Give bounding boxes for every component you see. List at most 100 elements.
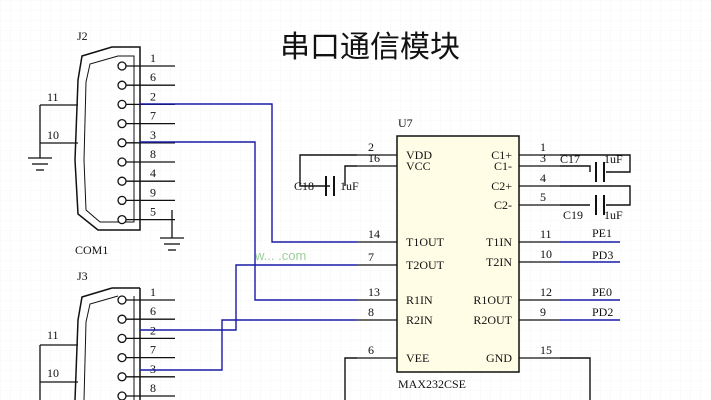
j2-ref: J2 [77, 29, 88, 43]
pin-number: 5 [150, 205, 156, 219]
chip-u7-body [396, 135, 520, 373]
connector-pin: 9 [117, 185, 175, 206]
pin-label: T1OUT [406, 235, 445, 249]
pin-label: T2IN [486, 255, 512, 269]
diagram-title: 串口通信模块 [280, 30, 460, 65]
c18-ref: C18 [294, 179, 314, 193]
pin-label: VCC [406, 159, 431, 173]
c19-value: 1uF [604, 208, 623, 222]
pin-number: 3 [150, 362, 156, 376]
j3-shell [39, 344, 78, 400]
j2-shell-pin-11: 11 [47, 90, 59, 104]
pin-number: 3 [150, 128, 156, 142]
chip-pin: 5C2- [494, 190, 560, 212]
pin-label: C2+ [491, 179, 512, 193]
capacitor-c17 [595, 162, 605, 182]
j3-shell-pin-11: 11 [47, 328, 59, 342]
pin-label: R2OUT [473, 313, 512, 327]
pin-number: 12 [540, 285, 552, 299]
black-wires [299, 154, 631, 400]
pin-number: 1 [150, 285, 156, 299]
connector-pin: 7 [117, 109, 175, 129]
pin-number: 6 [150, 70, 156, 84]
connector-pin: 6 [117, 304, 175, 324]
pin-number: 5 [540, 190, 546, 204]
pin-number: 15 [540, 343, 552, 357]
chip-pin: 3C1- [494, 151, 560, 173]
c17-value: 1uF [604, 152, 623, 166]
connector-pin: 1 [117, 51, 175, 71]
pin-label: GND [486, 351, 512, 365]
pin-label: R2IN [406, 313, 433, 327]
pin-label: R1OUT [473, 293, 512, 307]
connector-pin: 5 [117, 205, 175, 225]
pin-number: 4 [150, 166, 156, 180]
j2-shell-pin-10: 10 [47, 128, 59, 142]
pin-label: R1IN [406, 293, 433, 307]
pin-number: 10 [540, 247, 552, 261]
pin-label: T1IN [486, 235, 512, 249]
connector-pin: 1 [117, 285, 175, 305]
net-label-pd2: PD2 [592, 305, 613, 319]
connector-pin: 4 [117, 166, 175, 186]
pin-number: 13 [368, 285, 380, 299]
net-label-pe0: PE0 [592, 285, 612, 299]
chip-pin: 1C1+ [491, 140, 560, 162]
capacitor-c19 [595, 195, 605, 215]
j3-shell-pin-10: 10 [47, 366, 59, 380]
j2-name: COM1 [75, 243, 108, 257]
pin-number: 2 [150, 89, 156, 103]
pin-number: 9 [150, 185, 156, 199]
connector-pin: 8 [117, 147, 175, 167]
connector-pin: 7 [117, 343, 175, 363]
connector-j2 [74, 46, 141, 231]
connector-pin: 3 [117, 128, 175, 148]
watermark: w... .com [254, 248, 306, 263]
pin-number: 8 [368, 305, 374, 319]
connector-pin: 3 [117, 362, 175, 382]
chip-right-pins: 1C1+3C1-4C2+5C2-11T1IN10T2IN12R1OUT9R2OU… [473, 140, 560, 365]
pin-label: C1+ [491, 148, 512, 162]
chip-pin: 4C2+ [491, 171, 560, 193]
pin-number: 2 [368, 140, 374, 154]
pin-number: 6 [150, 304, 156, 318]
pin-number: 14 [368, 227, 380, 241]
net-label-pd3: PD3 [592, 248, 613, 262]
pin-number: 7 [368, 250, 374, 264]
pin-number: 8 [150, 381, 156, 395]
chip-name: MAX232CSE [398, 377, 466, 391]
pin-label: T2OUT [406, 258, 445, 272]
pin-number: 1 [150, 51, 156, 65]
pin-label: C2- [494, 198, 512, 212]
c18-value: 1uF [340, 179, 359, 193]
pin-number: 1 [540, 140, 546, 154]
net-label-pe1: PE1 [592, 226, 612, 240]
pin-number: 8 [150, 147, 156, 161]
pin-number: 3 [540, 151, 546, 165]
connector-pin: 6 [117, 70, 175, 90]
connector-pin: 8 [117, 381, 175, 400]
capacitor-c18 [325, 176, 335, 196]
j3-ref: J3 [77, 269, 88, 283]
c17-ref: C17 [560, 152, 580, 166]
c19-ref: C19 [563, 208, 583, 222]
pin-number: 16 [368, 151, 380, 165]
pin-number: 4 [540, 171, 546, 185]
chip-ref: U7 [398, 116, 413, 130]
pin-number: 7 [150, 109, 156, 123]
pin-label: VDD [406, 148, 432, 162]
pin-number: 11 [540, 227, 552, 241]
